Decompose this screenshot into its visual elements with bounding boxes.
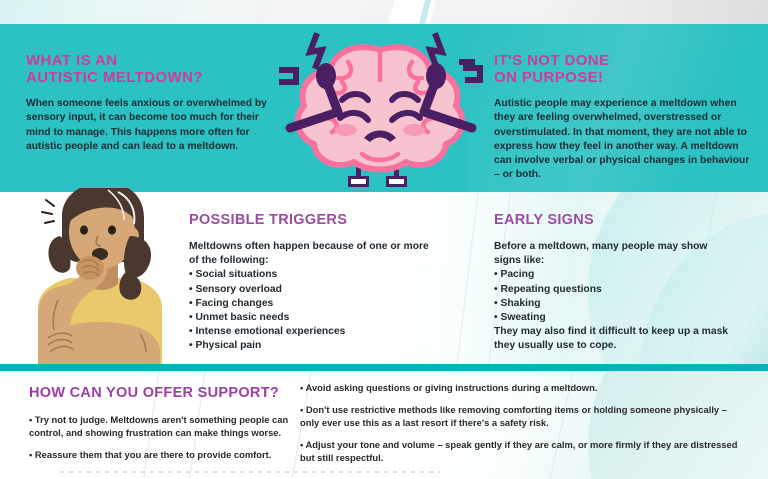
signs-intro-line-2: signs like: xyxy=(494,255,545,267)
support-item: • Avoid asking questions or giving instr… xyxy=(300,382,598,393)
teal-divider-bar xyxy=(0,364,768,371)
worry-motion-lines xyxy=(41,199,55,224)
brain-body xyxy=(294,44,466,173)
support-item: • Don't use restrictive methods like rem… xyxy=(300,404,727,428)
offer-support-heading: HOW CAN YOU OFFER SUPPORT? xyxy=(29,385,280,401)
list-item: • Unmet basic needs xyxy=(189,312,290,324)
bottom-arc-decor xyxy=(588,371,768,479)
offer-support-left-column: • Try not to judge. Meltdowns aren't som… xyxy=(29,413,297,470)
top-background-strip xyxy=(0,0,768,24)
list-item: • Intense emotional experiences xyxy=(189,326,346,338)
blush-right xyxy=(403,124,425,136)
support-item: • Try not to judge. Meltdowns aren't som… xyxy=(29,414,289,438)
person-fingers xyxy=(81,259,100,277)
list-item: • Sweating xyxy=(494,312,546,324)
list-item: • Repeating questions xyxy=(494,283,602,295)
arm-crease-2 xyxy=(139,333,147,353)
not-done-on-purpose-body: Autistic people may experience a meltdow… xyxy=(494,98,750,181)
blush-left xyxy=(335,124,357,136)
band-highlight-decor xyxy=(468,24,768,192)
support-item: • Adjust your tone and volume – speak ge… xyxy=(300,439,738,463)
list-item: • Physical pain xyxy=(189,340,262,352)
signs-outro-line-1: They may also find it difficult to keep … xyxy=(494,326,729,338)
arm-crease-1 xyxy=(52,299,59,331)
signs-intro-line-1: Before a meltdown, many people may show xyxy=(494,241,708,252)
list-item: • Social situations xyxy=(189,269,278,281)
person-mouth xyxy=(92,248,108,260)
brain-face xyxy=(335,91,425,142)
heading-line-1: IT'S NOT DONE xyxy=(494,52,610,69)
noise-zigzag-icons xyxy=(279,32,483,85)
list-item: • Sensory overload xyxy=(189,283,282,295)
list-item: • Pacing xyxy=(494,269,535,281)
early-signs-list: • Pacing • Repeating questions • Shaking… xyxy=(494,268,756,325)
heading-line-2: ON PURPOSE! xyxy=(494,69,604,86)
person-arm-crossed xyxy=(44,322,160,366)
middle-arc-gradient-decor xyxy=(588,192,768,364)
person-nose xyxy=(95,235,102,247)
person-character-svg xyxy=(38,188,162,366)
bottom-section xyxy=(0,371,768,479)
person-eye-right xyxy=(108,225,116,235)
what-is-meltdown-body: When someone feels anxious or overwhelme… xyxy=(26,98,267,152)
possible-triggers-body: Meltdowns often happen because of one or… xyxy=(189,240,459,354)
hair-highlight-1 xyxy=(117,191,136,225)
list-item: • Shaking xyxy=(494,297,541,309)
what-is-meltdown-heading: WHAT IS AN AUTISTIC MELTDOWN? xyxy=(26,52,266,86)
stressed-brain-illustration xyxy=(276,22,486,194)
person-pigtail-right xyxy=(123,236,152,278)
brain-hand-left xyxy=(316,63,336,89)
early-signs-heading: EARLY SIGNS xyxy=(494,212,594,228)
person-pigtail-right-lower xyxy=(119,272,142,300)
person-eye-left xyxy=(80,225,88,235)
triggers-intro-line-2: of the following: xyxy=(189,255,269,267)
person-fringe xyxy=(65,188,141,228)
brain-character-svg xyxy=(279,32,483,187)
person-face xyxy=(69,195,135,269)
signs-outro-line-2: they usually use to cope. xyxy=(494,340,617,352)
support-item: • Reassure them that you are there to pr… xyxy=(29,449,272,460)
bottom-dotted-decor xyxy=(60,471,440,473)
anxious-person-illustration xyxy=(22,188,190,366)
mouth xyxy=(364,130,396,142)
possible-triggers-list: • Social situations • Sensory overload •… xyxy=(189,268,459,353)
offer-support-right-column: • Avoid asking questions or giving instr… xyxy=(300,381,748,473)
heading-line-2: AUTISTIC MELTDOWN? xyxy=(26,69,203,86)
hair-highlight-2 xyxy=(107,189,125,221)
triggers-intro-line-1: Meltdowns often happen because of one or… xyxy=(189,241,429,252)
early-signs-body: Before a meltdown, many people may show … xyxy=(494,240,756,354)
person-pigtail-left xyxy=(48,236,71,273)
brain-hand-right xyxy=(426,63,446,89)
person-hand-fingers-2 xyxy=(47,332,75,353)
not-done-on-purpose-heading: IT'S NOT DONE ON PURPOSE! xyxy=(494,52,744,86)
heading-line-1: WHAT IS AN xyxy=(26,52,118,69)
list-item: • Facing changes xyxy=(189,297,274,309)
possible-triggers-heading: POSSIBLE TRIGGERS xyxy=(189,212,348,228)
